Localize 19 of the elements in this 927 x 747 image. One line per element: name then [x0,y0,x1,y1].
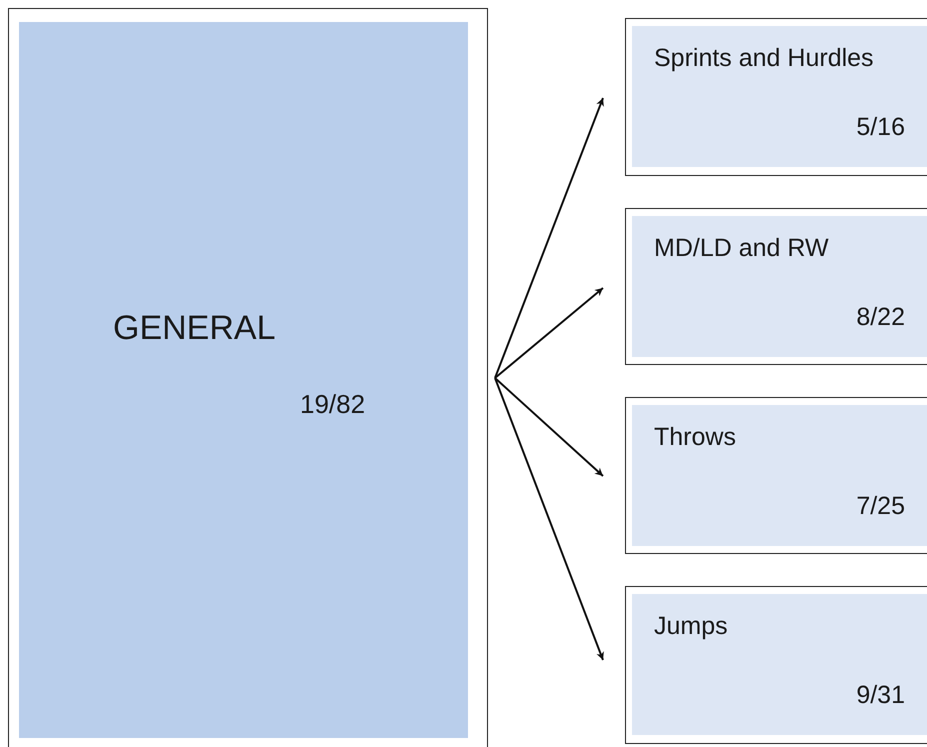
group-title: Jumps [654,612,728,641]
arrow [494,98,604,378]
category-panel [8,8,488,747]
group-title: MD/LD and RW [654,234,829,263]
event-group-box [625,18,927,176]
category-title: GENERAL [113,309,276,348]
count-ratio: 19/82 [300,389,366,420]
count-ratio: 9/31 [856,681,905,710]
group-title: Throws [654,423,736,452]
arrow [494,377,604,477]
event-group-box [625,397,927,554]
arrow [494,378,604,660]
event-group-box [625,586,927,744]
count-ratio: 7/25 [856,492,905,521]
group-title: Sprints and Hurdles [654,44,874,73]
event-group-box [625,208,927,365]
count-ratio: 5/16 [856,113,905,142]
arrow [494,287,604,379]
count-ratio: 8/22 [856,303,905,332]
